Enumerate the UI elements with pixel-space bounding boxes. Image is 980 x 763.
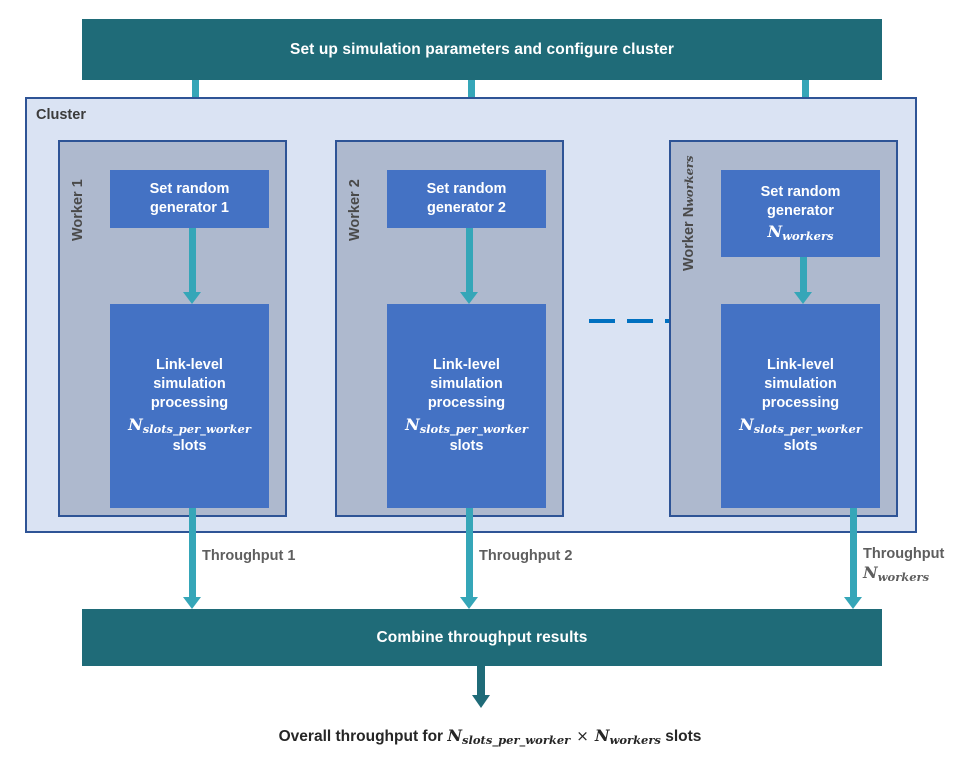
arrow-combine-to-caption [472, 666, 490, 708]
sim-box-n-subscript: slots_per_worker [753, 421, 862, 436]
arrow-stem [188, 228, 196, 292]
arrow-throughput-n [844, 508, 862, 609]
overall-throughput-caption: Overall throughput for Nslots_per_worker… [0, 726, 980, 747]
arrow-head [794, 292, 812, 304]
cluster-label: Cluster [36, 107, 86, 123]
rng-box-n: Set random generator Nworkers [721, 170, 880, 257]
sim-box-1-line4: slots [172, 437, 207, 454]
sim-box-n-slots-count: Nslots_per_worker [721, 414, 880, 437]
arrow-stem [188, 508, 196, 597]
sim-box-n: Link-level simulation processing Nslots_… [721, 304, 880, 508]
rng-box-n-symbol: N [767, 222, 783, 242]
rng-box-2-line2: generator 2 [427, 200, 506, 216]
worker-label-2: Worker 2 [347, 179, 363, 241]
rng-box-1: Set random generator 1 [110, 170, 269, 228]
sim-box-1: Link-level simulation processing Nslots_… [110, 304, 269, 508]
throughput-label-2-text: Throughput 2 [479, 548, 573, 564]
caption-prefix: Overall throughput for [278, 728, 448, 745]
arrow-head [460, 292, 478, 304]
sim-box-1-line2: simulation [153, 376, 226, 393]
rng-box-n-line1: Set random [760, 183, 841, 200]
arrow-stem [799, 257, 807, 292]
arrow-stem [477, 666, 485, 695]
sim-box-1-line1: Link-level [156, 357, 223, 374]
caption-subscript-1: slots_per_worker [462, 733, 571, 747]
setup-band: Set up simulation parameters and configu… [82, 19, 882, 80]
arrow-head [183, 292, 201, 304]
sim-box-2-symbol: N [405, 414, 420, 434]
arrow-stem [465, 508, 473, 597]
arrow-rng-to-sim-1 [183, 228, 201, 304]
arrow-head [844, 597, 862, 609]
rng-box-1-line2: generator 1 [150, 200, 229, 216]
caption-symbol-1: N [447, 726, 463, 745]
sim-box-n-line1: Link-level [767, 357, 834, 374]
arrow-stem [465, 228, 473, 292]
rng-box-1-line1: Set random [149, 180, 230, 197]
arrow-throughput-2 [460, 508, 478, 609]
sim-box-2-subscript: slots_per_worker [419, 421, 528, 436]
combine-band-label: Combine throughput results [376, 628, 588, 646]
rng-box-2-line1: Set random [426, 180, 507, 197]
throughput-label-n-text: Throughput [863, 546, 945, 562]
rng-box-n-count: Nworkers [721, 221, 880, 244]
sim-box-2: Link-level simulation processing Nslots_… [387, 304, 546, 508]
rng-box-n-subscript: workers [782, 229, 834, 244]
throughput-label-n: Throughput Nworkers [863, 545, 944, 585]
throughput-label-n-count: Nworkers [863, 563, 944, 584]
sim-box-2-line3: processing [427, 395, 506, 412]
throughput-label-n-subscript: workers [877, 570, 930, 585]
rng-box-n-line2: generator [767, 202, 834, 219]
arrow-head [460, 597, 478, 609]
sim-box-n-line4: slots [783, 437, 818, 454]
arrow-head [472, 695, 490, 708]
worker-label-n-text: Worker N [681, 206, 697, 271]
rng-box-2: Set random generator 2 [387, 170, 546, 228]
worker-label-n-subscript: workers [682, 155, 696, 207]
throughput-label-1: Throughput 1 [202, 547, 295, 565]
caption-symbol-2: N [594, 726, 610, 745]
sim-box-1-subscript: slots_per_worker [142, 421, 251, 436]
sim-box-1-slots-count: Nslots_per_worker [110, 414, 269, 437]
caption-suffix: slots [660, 728, 702, 745]
dash-1 [589, 319, 615, 323]
sim-box-2-slots-count: Nslots_per_worker [387, 414, 546, 437]
throughput-label-1-text: Throughput 1 [202, 548, 296, 564]
throughput-label-n-symbol: N [863, 563, 878, 583]
sim-box-1-line3: processing [150, 395, 229, 412]
arrow-rng-to-sim-2 [460, 228, 478, 304]
arrow-rng-to-sim-n [794, 257, 812, 304]
caption-subscript-2: workers [609, 733, 661, 747]
sim-box-2-line4: slots [449, 437, 484, 454]
sim-box-n-symbol: N [739, 414, 754, 434]
caption-operator: × [576, 727, 589, 745]
sim-box-n-line3: processing [761, 395, 840, 412]
setup-band-label: Set up simulation parameters and configu… [290, 40, 674, 58]
worker-label-1: Worker 1 [70, 179, 86, 241]
dash-2 [627, 319, 653, 323]
sim-box-2-line2: simulation [430, 376, 503, 393]
arrow-throughput-1 [183, 508, 201, 609]
arrow-head [183, 597, 201, 609]
sim-box-1-symbol: N [128, 414, 143, 434]
sim-box-n-line2: simulation [764, 376, 837, 393]
sim-box-2-line1: Link-level [433, 357, 500, 374]
combine-band: Combine throughput results [82, 609, 882, 666]
arrow-stem [849, 508, 857, 597]
throughput-label-2: Throughput 2 [479, 547, 572, 565]
